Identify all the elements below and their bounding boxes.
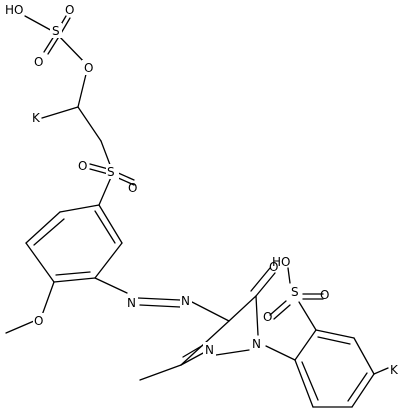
bond-ring2-f-2 [301, 361, 319, 401]
atom-ho-right: HO [272, 255, 290, 269]
bond-ring-b-2 [33, 218, 65, 246]
bond-ring2-f [294, 359, 314, 408]
atom-n-azo-1: N [127, 296, 136, 310]
atom-n-azo-2: N [181, 294, 190, 308]
atom-n-ring-2: N [205, 343, 214, 357]
bond-c1-k [41, 106, 79, 119]
bond-ring-d-2 [55, 271, 91, 276]
atom-s-mid: S [107, 165, 115, 179]
bond-ring-c [25, 242, 55, 283]
atom-n-ring-1: N [252, 337, 261, 351]
atom-o-top-down: O [34, 55, 43, 69]
atom-s-right: S [291, 285, 299, 299]
bond-n-n-azo-2 [139, 304, 181, 308]
bond-n-n-azo [137, 297, 181, 301]
bond-ring2-s-right [298, 301, 317, 331]
atom-o-methoxy: O [34, 314, 43, 328]
bond-s-o-right-down-2 [273, 304, 291, 320]
bond-s-o-top-down-2 [47, 34, 61, 55]
bond-s-ring [98, 174, 113, 206]
atom-o-mid-right: O [128, 181, 137, 195]
bond-s-ho-right [287, 267, 291, 284]
bond-ring2-d [351, 373, 375, 408]
bond-c1-c2 [77, 106, 102, 142]
atom-o-ester: O [84, 61, 93, 75]
bond-ring-e [94, 242, 123, 279]
atom-k-left: K [32, 111, 41, 125]
bond-ring-o-methoxy [40, 281, 55, 319]
bond-ring2-b-2 [317, 336, 351, 345]
bond-c5-o-carbonyl [255, 272, 276, 297]
bond-c4-c5 [228, 295, 257, 322]
atom-ho-top: HO [5, 3, 23, 17]
bond-ring-a [59, 204, 100, 213]
bond-ring2-c [353, 337, 375, 375]
atom-k-right: K [390, 363, 399, 377]
atom-s-top: S [52, 24, 60, 38]
bond-ring2-d-2 [347, 372, 368, 402]
bond-ring-n-azo-1 [94, 277, 128, 294]
atom-o-right-up: O [320, 288, 329, 302]
bond-s-o-right-down [269, 300, 287, 316]
atom-o-right-down: O [263, 310, 272, 324]
atom-o-carbonyl: O [269, 260, 278, 274]
atom-o-mid-left: O [78, 159, 87, 173]
bond-ring2-b [315, 329, 355, 339]
bond-n1-ring [265, 345, 296, 361]
bond-ring2-k [373, 367, 389, 375]
atom-o-top-up: O [65, 3, 74, 17]
bond-n-azo-2-c4 [191, 301, 230, 322]
bond-n2-c3 [180, 351, 206, 366]
bond-ring2-a [294, 329, 317, 361]
bond-ring-f-2 [94, 210, 116, 244]
bonds [5, 15, 389, 408]
bond-c3-methyl [139, 364, 182, 381]
bond-ring-b [25, 211, 61, 244]
bond-n1-n2 [215, 349, 250, 356]
bond-ring-d [53, 277, 96, 283]
bond-c5-o-carbonyl-2 [250, 267, 271, 292]
bond-c5-n1 [255, 295, 259, 336]
atom-labels: HO S O O O K S O O O N N O N N HO S O O … [5, 3, 399, 377]
bond-ring-f [98, 204, 123, 244]
